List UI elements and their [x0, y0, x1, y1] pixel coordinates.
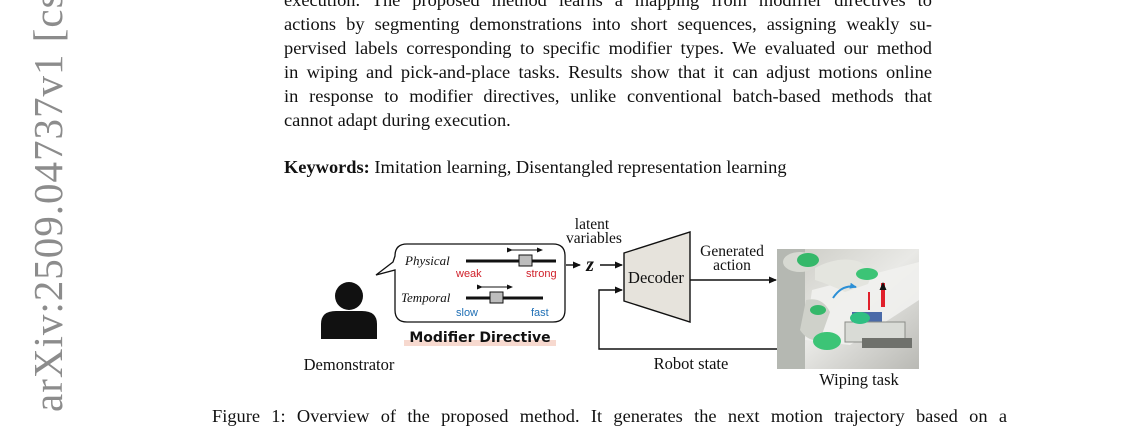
abstract-paragraph: execution. The proposed method learns a … [284, 0, 932, 132]
physical-slider-knob [518, 254, 533, 267]
temporal-high-label: fast [531, 307, 549, 319]
physical-high-label: strong [526, 268, 557, 280]
latent-z-symbol: z [585, 254, 594, 276]
latent-label-line2: variables [566, 230, 622, 247]
decoder-block [623, 231, 691, 323]
latent-label-line1: latent [575, 216, 610, 233]
directive-highlight [404, 340, 556, 346]
temporal-slider-knob [489, 291, 504, 304]
directive-title: Modifier Directive [409, 330, 550, 346]
abstract-line: in wiping and pick-and-place tasks. Resu… [284, 62, 932, 82]
abstract-line: execution. The proposed method learns a … [284, 0, 932, 10]
robot-state-feedback-arrow [598, 286, 777, 350]
speech-bubble [375, 243, 566, 323]
abstract-line: actions by segmenting demonstrations int… [284, 14, 932, 34]
generated-label-line1: Generated [700, 243, 764, 260]
robot-state-label: Robot state [654, 354, 729, 373]
person-icon [321, 282, 377, 339]
demonstrator-label: Demonstrator [304, 355, 395, 374]
keywords-line: Keywords: Imitation learning, Disentangl… [284, 155, 932, 179]
physical-label: Physical [404, 253, 450, 268]
decoder-label: Decoder [628, 268, 684, 287]
temporal-label: Temporal [401, 290, 451, 305]
keywords-text: Imitation learning, Disentangled represe… [374, 157, 787, 177]
keywords-label: Keywords: [284, 157, 370, 177]
figure-caption: Figure 1: Overview of the proposed metho… [212, 406, 1007, 426]
temporal-low-label: slow [456, 307, 478, 319]
abstract-line: cannot adapt during execution. [284, 110, 511, 130]
wiping-task-photo [777, 249, 919, 369]
abstract-line: pervised labels corresponding to specifi… [284, 38, 932, 58]
physical-low-label: weak [455, 268, 482, 280]
wiping-task-label: Wiping task [819, 370, 899, 389]
generated-label-line2: action [713, 257, 751, 274]
abstract-line: in response to modifier directives, unli… [284, 86, 932, 106]
